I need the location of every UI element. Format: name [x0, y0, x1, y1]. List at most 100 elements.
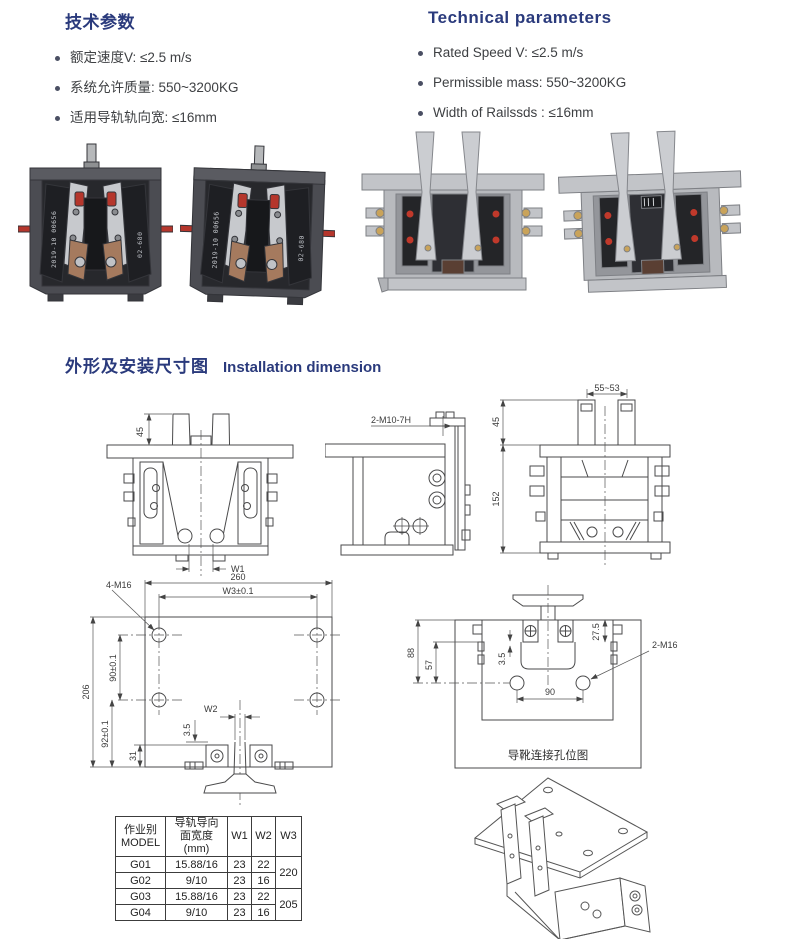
cell-w1: 23 [227, 856, 252, 873]
cell-w1: 23 [227, 872, 252, 889]
spec-text: Permissible mass: 550~3200KG [433, 75, 627, 90]
dim-label-45: 45 [492, 417, 501, 427]
dim-label-45: 45 [135, 427, 145, 437]
spec-item: 系统允许质量: 550~3200KG [55, 73, 395, 103]
dim-label-57: 57 [424, 660, 434, 670]
cell-rail: 15.88/16 [165, 856, 228, 873]
red-trip-pin [74, 191, 85, 207]
isometric-drawing [473, 777, 651, 939]
spec-text: 额定速度V: ≤2.5 m/s [70, 50, 192, 65]
dim-label-2-m16: 2-M16 [652, 640, 678, 650]
lot-marking: 02-680 [136, 232, 144, 258]
product-photo-4 [558, 130, 742, 293]
tech-params-en-section: Technical parameters Rated Speed V: ≤2.5… [418, 8, 758, 128]
lever-arm [461, 131, 483, 261]
red-trip-pin [237, 192, 248, 209]
spec-item: Permissible mass: 550~3200KG [418, 68, 758, 98]
cell-model: G03 [115, 888, 166, 905]
cell-w1: 23 [227, 904, 252, 921]
spec-text: 系统允许质量: 550~3200KG [70, 80, 239, 95]
lot-marking: 02-680 [297, 235, 306, 262]
tech-params-zh-title: 技术参数 [65, 13, 135, 32]
front-view-drawing: 45 W1 [106, 413, 294, 576]
top-flange [558, 170, 742, 194]
product-photo-3 [361, 131, 545, 293]
spec-item: 额定速度V: ≤2.5 m/s [55, 43, 395, 73]
lot-marking: 2019-10 00656 [50, 211, 58, 268]
dim-label-88: 88 [406, 648, 416, 658]
installation-title-en: Installation dimension [223, 359, 382, 376]
cell-w2: 16 [251, 872, 276, 889]
header-line: MODEL [120, 836, 161, 849]
top-flange [361, 173, 545, 191]
cell-w3: 220 [275, 856, 302, 889]
side-view-drawing: 2-M10-7H [325, 411, 471, 556]
product-photo-2: 2019-10 00656 02-680 [180, 145, 335, 306]
col-header-w2: W2 [251, 816, 276, 857]
dim-label-w3: W3±0.1 [223, 586, 254, 596]
red-trip-pin [106, 191, 117, 207]
tech-params-en-list: Rated Speed V: ≤2.5 m/s Permissible mass… [418, 38, 758, 128]
dim-label-4-m16: 4-M16 [106, 580, 132, 590]
header-line: 作业别 [124, 823, 157, 836]
dim-label-3-5: 3.5 [497, 653, 507, 666]
dim-label-3-5: 3.5 [182, 724, 192, 737]
bullet-icon [418, 81, 423, 86]
header-line: 面宽度(mm) [180, 830, 213, 855]
installation-heading: 外形及安装尺寸图 Installation dimension [65, 352, 381, 377]
cell-w2: 22 [251, 888, 276, 905]
bullet-icon [418, 111, 423, 116]
spec-item: Width of Railssds : ≤16mm [418, 98, 758, 128]
cell-w1: 23 [227, 888, 252, 905]
cell-rail: 9/10 [165, 872, 228, 889]
dim-label-2-m10-7h: 2-M10-7H [371, 415, 411, 425]
lever-arm [656, 130, 683, 261]
dim-label-152: 152 [492, 491, 501, 506]
plan-view-drawing: 4-M16 260 W3±0.1 206 90±0.1 92±0.1 31 W2… [82, 572, 340, 805]
spec-item: 适用导轨轨向宽: ≤16mm [55, 103, 395, 133]
spec-text: Width of Railssds : ≤16mm [433, 105, 594, 120]
spec-item: Rated Speed V: ≤2.5 m/s [418, 38, 758, 68]
table-row: G03 15.88/16 23 22 205 [115, 888, 302, 921]
dim-label-260: 260 [230, 572, 245, 582]
dim-label-92: 92±0.1 [100, 720, 110, 747]
bullet-icon [55, 56, 60, 61]
red-trip-pin [269, 194, 280, 210]
table-row: G01 15.88/16 23 22 220 [115, 856, 302, 889]
lot-marking: 2019-10 00656 [211, 211, 221, 269]
table-row: G04 9/10 23 16 [115, 904, 302, 921]
tech-params-zh-section: 技术参数 额定速度V: ≤2.5 m/s 系统允许质量: 550~3200KG … [55, 8, 395, 133]
cell-model: G04 [115, 904, 166, 921]
spec-text: Rated Speed V: ≤2.5 m/s [433, 45, 584, 60]
dim-label-w2: W2 [204, 704, 218, 714]
col-header-w1: W1 [227, 816, 252, 857]
dim-label-90: 90±0.1 [108, 654, 118, 681]
installation-title-zh: 外形及安装尺寸图 [65, 357, 209, 376]
col-header-w3: W3 [275, 816, 302, 857]
header-line: 导轨导向 [174, 817, 219, 829]
cell-model: G01 [115, 856, 166, 873]
dim-label-206: 206 [82, 684, 91, 699]
col-header-rail-width: 导轨导向面宽度(mm) [165, 816, 228, 857]
dim-label-90: 90 [545, 687, 555, 697]
hole-view-caption: 导靴连接孔位图 [508, 748, 589, 762]
product-photo-1: 2019-10 00656 02-680 [18, 143, 173, 302]
dim-label-27-5: 27.5 [591, 623, 601, 641]
bullet-icon [418, 51, 423, 56]
bullet-icon [55, 86, 60, 91]
dim-label-31: 31 [128, 751, 138, 761]
cell-rail: 9/10 [165, 904, 228, 921]
lever-arm [610, 132, 637, 262]
tech-params-zh-list: 额定速度V: ≤2.5 m/s 系统允许质量: 550~3200KG 适用导轨轨… [55, 43, 395, 133]
lever-arm [415, 131, 437, 261]
dim-label-w1: W1 [231, 564, 245, 574]
cell-w2: 16 [251, 904, 276, 921]
rear-view-drawing: 55~53 45 152 [492, 383, 671, 565]
cell-w2: 22 [251, 856, 276, 873]
hole-position-drawing: 88 57 3.5 27.5 90 2-M16 导靴连接孔位图 [406, 585, 678, 769]
cell-model: G02 [115, 872, 166, 889]
cell-w3: 205 [275, 888, 302, 921]
